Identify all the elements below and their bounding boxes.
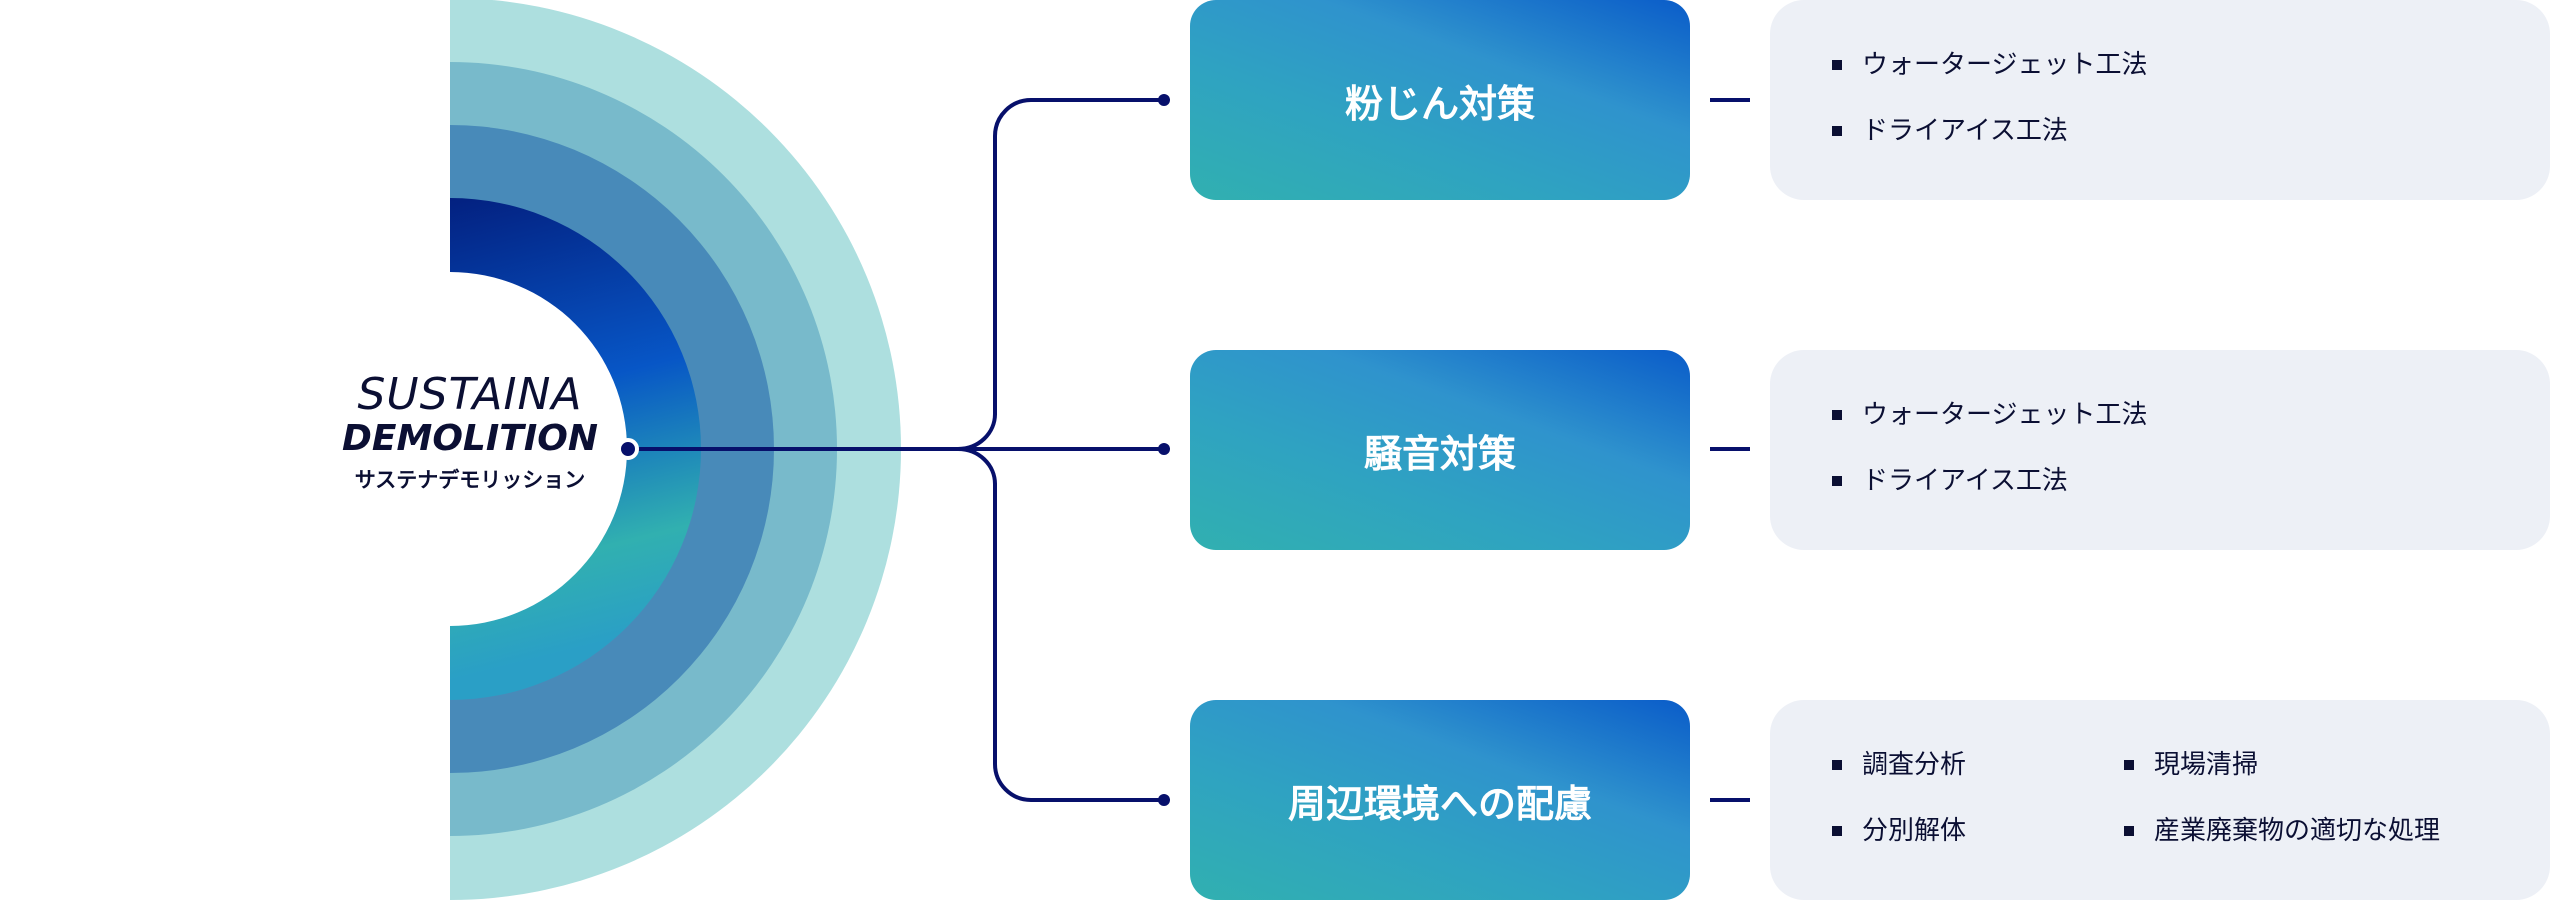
detail-list: ウォータージェット工法 ドライアイス工法: [1770, 394, 2147, 526]
list-item-text: ドライアイス工法: [1862, 116, 2068, 146]
connector-top-join: [956, 412, 997, 451]
square-bullet-icon: [1832, 476, 1842, 486]
connector-top: [993, 98, 1166, 416]
detail-panel-environment: 調査分析 分別解体 現場清掃 産業廃棄物の適切な処理: [1770, 700, 2550, 900]
connector-lines: [617, 94, 1170, 806]
list-item-text: 分別解体: [1862, 816, 1967, 846]
list-item: 産業廃棄物の適切な処理: [2062, 810, 2440, 876]
end-dot-1: [1158, 94, 1170, 106]
end-dot-3: [1158, 794, 1170, 806]
category-box-noise: 騒音対策: [1190, 350, 1690, 550]
list-item: ウォータージェット工法: [1770, 394, 2147, 460]
category-box-dust: 粉じん対策: [1190, 0, 1690, 200]
list-item-text: 調査分析: [1862, 750, 1967, 780]
origin-dot: [617, 438, 639, 460]
brand-kana: サステナデモリッション: [354, 468, 586, 492]
square-bullet-icon: [1832, 760, 1842, 770]
detail-panel-noise: ウォータージェット工法 ドライアイス工法: [1770, 350, 2550, 550]
category-title: 周辺環境への配慮: [1287, 781, 1592, 826]
category-title: 粉じん対策: [1344, 81, 1535, 126]
square-bullet-icon: [1832, 126, 1842, 136]
square-bullet-icon: [1832, 60, 1842, 70]
connector-bottom: [993, 482, 1166, 802]
detail-list: ウォータージェット工法 ドライアイス工法: [1770, 44, 2147, 176]
list-item: 分別解体: [1770, 810, 1966, 876]
dash-connector: [1710, 98, 1750, 102]
dash-connector: [1710, 447, 1750, 451]
list-item-text: 現場清掃: [2154, 750, 2259, 780]
connector-bottom-join: [956, 447, 997, 486]
list-item-text: ウォータージェット工法: [1862, 400, 2148, 430]
list-item-text: ドライアイス工法: [1862, 466, 2068, 496]
ring-inner-white: [450, 272, 627, 626]
square-bullet-icon: [1832, 410, 1842, 420]
list-item: ドライアイス工法: [1770, 460, 2147, 526]
brand-line1: SUSTAINA: [357, 369, 583, 420]
detail-list-col2: 現場清掃 産業廃棄物の適切な処理: [2062, 744, 2440, 876]
list-item-text: ウォータージェット工法: [1862, 50, 2148, 80]
detail-list-col1: 調査分析 分別解体: [1770, 744, 1966, 876]
concentric-rings-graphic: [450, 0, 901, 900]
list-item: 現場清掃: [2062, 744, 2440, 810]
dash-connector: [1710, 798, 1750, 802]
list-item: 調査分析: [1770, 744, 1966, 810]
square-bullet-icon: [2124, 760, 2134, 770]
list-item: ドライアイス工法: [1770, 110, 2147, 176]
detail-panel-dust: ウォータージェット工法 ドライアイス工法: [1770, 0, 2550, 200]
category-title: 騒音対策: [1363, 431, 1516, 476]
category-box-environment: 周辺環境への配慮: [1190, 700, 1690, 900]
square-bullet-icon: [1832, 826, 1842, 836]
square-bullet-icon: [2124, 826, 2134, 836]
list-item-text: 産業廃棄物の適切な処理: [2154, 816, 2441, 846]
brand-logo: SUSTAINA DEMOLITION サステナデモリッション: [330, 372, 610, 498]
end-dot-2: [1158, 443, 1170, 455]
brand-line2: DEMOLITION: [342, 418, 598, 459]
list-item: ウォータージェット工法: [1770, 44, 2147, 110]
